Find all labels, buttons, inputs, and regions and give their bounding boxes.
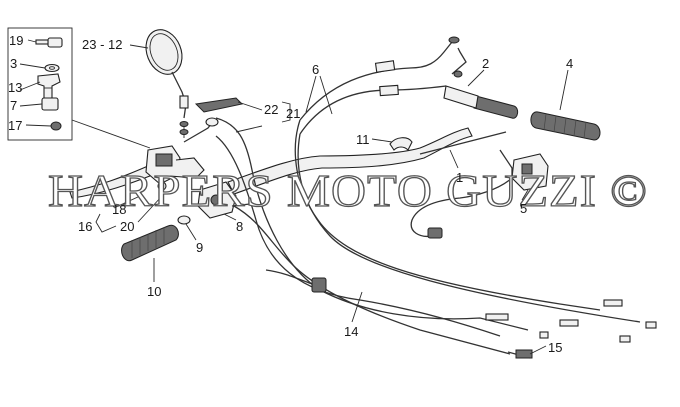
callout-13: 13 bbox=[8, 80, 22, 95]
screw-19 bbox=[35, 37, 63, 48]
callout-18: 18 bbox=[112, 202, 126, 217]
callout-22: 22 bbox=[264, 102, 278, 117]
switch-7 bbox=[41, 97, 59, 111]
throttle-cables-6 bbox=[294, 36, 641, 323]
callout-5: 5 bbox=[520, 201, 527, 216]
hardware-inset bbox=[7, 27, 151, 149]
bracket-22 bbox=[194, 97, 244, 113]
callout-2: 2 bbox=[482, 56, 489, 71]
leader-lines bbox=[95, 69, 569, 355]
callout-23-12: 23 - 12 bbox=[82, 37, 122, 52]
clutch-lever-assembly bbox=[69, 117, 219, 199]
left-grip-10 bbox=[121, 224, 179, 262]
callout-19: 19 bbox=[9, 33, 23, 48]
callout-1: 1 bbox=[456, 170, 463, 185]
washer-9 bbox=[177, 215, 191, 225]
callout-labels: 19 3 13 7 17 23 - 12 6 2 4 22 21 11 1 5 … bbox=[8, 33, 573, 355]
callout-7: 7 bbox=[10, 98, 17, 113]
callout-8: 8 bbox=[236, 219, 243, 234]
callout-20: 20 bbox=[120, 219, 134, 234]
handlebar bbox=[227, 127, 507, 195]
clutch-cable-21 bbox=[215, 117, 529, 337]
right-switch-5 bbox=[410, 149, 549, 239]
callout-11: 11 bbox=[356, 132, 370, 147]
left-switch-8 bbox=[197, 181, 251, 219]
cable-ends-15 bbox=[485, 299, 657, 359]
right-grip-4 bbox=[530, 111, 601, 141]
callout-6: 6 bbox=[312, 62, 319, 77]
callout-3: 3 bbox=[10, 56, 17, 71]
callout-14: 14 bbox=[344, 324, 358, 339]
mirror-23-12 bbox=[145, 29, 189, 138]
callout-15: 15 bbox=[548, 340, 562, 355]
callout-17: 17 bbox=[8, 118, 22, 133]
watermark: HARPERS MOTO GUZZI © bbox=[48, 165, 648, 216]
clamp-11 bbox=[389, 137, 413, 151]
nut-17 bbox=[50, 121, 62, 131]
callout-9: 9 bbox=[196, 240, 203, 255]
choke-cable-14 bbox=[233, 205, 511, 355]
bracket-13 bbox=[37, 73, 61, 99]
throttle-2 bbox=[443, 47, 519, 119]
callout-10: 10 bbox=[147, 284, 161, 299]
callout-21: 21 bbox=[286, 106, 300, 121]
washer-3 bbox=[44, 63, 60, 73]
callout-4: 4 bbox=[566, 56, 573, 71]
callout-16: 16 bbox=[78, 219, 92, 234]
